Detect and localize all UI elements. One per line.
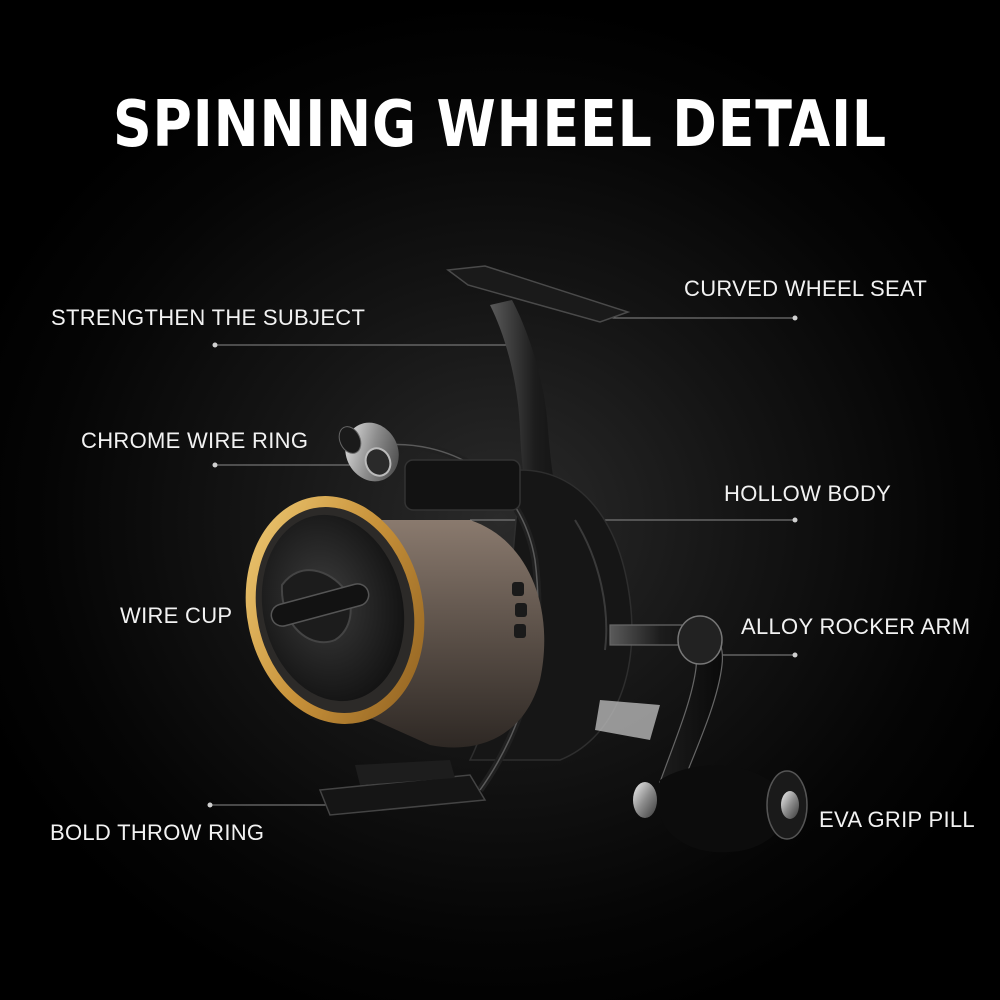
label-alloy-rocker-arm: ALLOY ROCKER ARM	[741, 614, 971, 639]
label-chrome-wire-ring: CHROME WIRE RING	[81, 428, 309, 453]
wire-cup	[245, 496, 545, 748]
label-eva-grip-pill: EVA GRIP PILL	[819, 807, 975, 832]
chrome-wire-ring	[338, 422, 399, 482]
curved-wheel-seat	[446, 265, 631, 610]
label-hollow-body: HOLLOW BODY	[724, 481, 892, 506]
label-strengthen-the-subject: STRENGTHEN THE SUBJECT	[51, 305, 366, 330]
eva-grip-pill	[633, 765, 808, 853]
label-bold-throw-ring: BOLD THROW RING	[50, 820, 265, 845]
page-title: SPINNING WHEEL DETAIL	[112, 88, 888, 162]
bold-throw-ring	[318, 760, 487, 816]
label-wire-cup: WIRE CUP	[120, 603, 233, 628]
alloy-rocker-arm	[595, 615, 724, 791]
label-curved-wheel-seat: CURVED WHEEL SEAT	[684, 276, 928, 301]
leader-dots	[207, 315, 798, 808]
